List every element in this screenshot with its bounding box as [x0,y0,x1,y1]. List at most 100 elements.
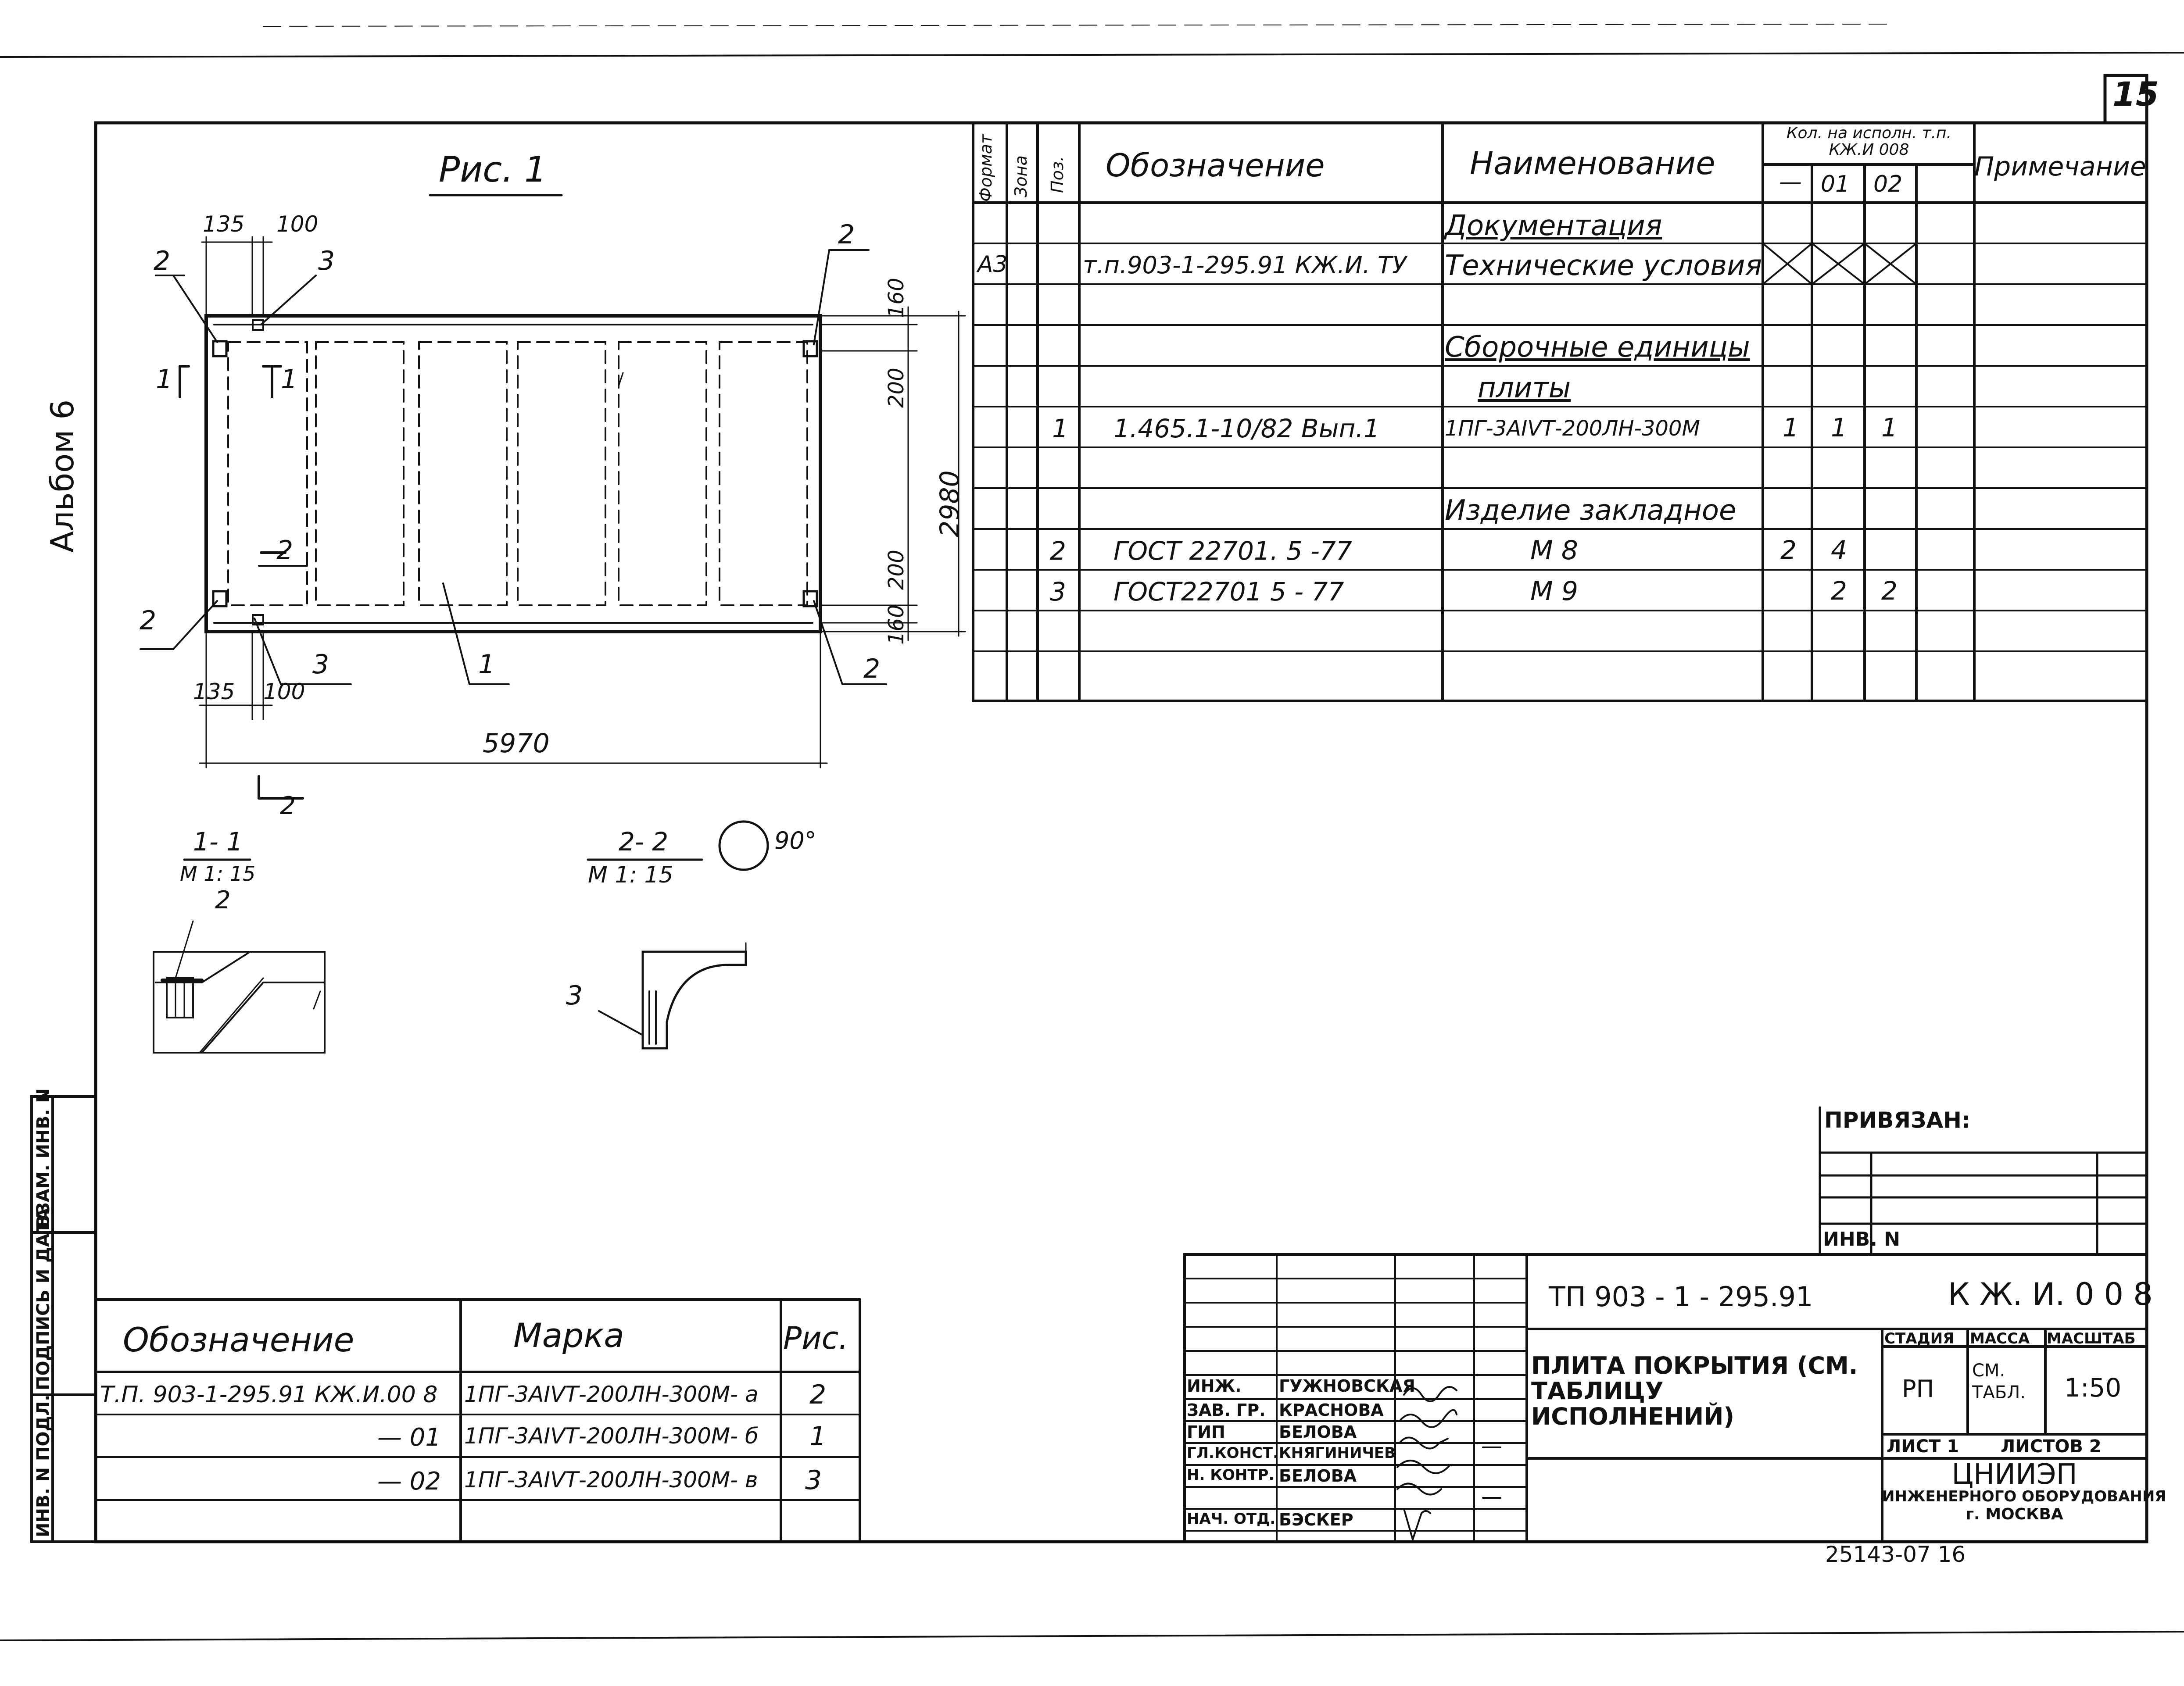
section11-title: 1- 1 [193,827,243,857]
marks-fig: 3 [805,1465,822,1496]
row-pos: 3 [1050,577,1066,607]
staff-role: НАЧ. ОТД. [1187,1510,1276,1528]
row-name: Технические условия [1445,250,1762,282]
section22-callout: 3 [566,980,583,1011]
callout-3-bottom: 3 [312,649,329,680]
staff-name: БЕЛОВА [1279,1422,1357,1442]
row-qty: 1 [1831,413,1847,443]
scale-label: МАСШТАБ [2047,1330,2136,1347]
row-name: Изделие закладное [1445,494,1736,527]
section11-scale: М 1: 15 [180,862,256,886]
privyazan-inv: ИНВ. N [1823,1228,1901,1250]
stage-value: РП [1902,1375,1934,1403]
callout-2-bottom-left: 2 [140,605,157,636]
callout-2-top-right: 2 [838,219,855,250]
dim-200-top: 200 [884,368,909,408]
dim-160-bottom: 160 [884,604,909,645]
row-name: М 9 [1530,576,1579,607]
row-qty: 4 [1831,535,1847,565]
row-designation: ГОСТ 22701. 5 -77 [1113,536,1352,566]
row-designation: т.п.903-1-295.91 КЖ.И. ТУ [1083,251,1407,279]
staff-name: БЕЛОВА [1279,1466,1357,1486]
table-row: 1 1.465.1-10/82 Вып.1 1ПГ-3АIVТ-200ЛН-30… [973,407,2147,447]
section22-rotation: 90° [774,827,816,854]
album-label: Альбом 6 [44,399,81,553]
callout-1-left: 1 [156,364,173,395]
header-qty-01: 01 [1821,171,1850,197]
marks-fig: 2 [809,1379,827,1410]
row-name: Сборочные единицы [1445,331,1750,364]
section22-title: 2- 2 [619,827,669,857]
scale-value: 1:50 [2064,1373,2122,1403]
header-format: Формат [976,134,995,202]
staff-role: ГЛ.КОНСТ. [1187,1444,1279,1462]
header-zone: Зона [1011,155,1031,197]
callout-1-right: 1 [281,364,298,395]
row-designation: ГОСТ22701 5 - 77 [1113,577,1344,607]
signatures [1396,1386,1501,1543]
staff-name: ГУЖНОВСКАЯ [1279,1376,1415,1396]
document-code: К Ж. И. 0 0 8 [1948,1276,2153,1312]
row-name: 1ПГ-3АIVТ-200ЛН-300М [1445,416,1700,441]
row-qty: 1 [1783,413,1799,443]
figure1-title: Рис. 1 [439,149,547,190]
staff-role: ИНЖ. [1187,1376,1242,1396]
staff-role: ГИП [1187,1422,1225,1442]
callout-1-bottom: 1 [478,649,495,680]
table-row: Документация [973,203,2147,243]
archive-number: 25143-07 16 [1825,1542,1966,1567]
header-designation: Обозначение [1106,147,1325,184]
dim-2980: 2980 [934,470,965,537]
marks-header-mark: Марка [513,1316,624,1355]
header-qty-dash: — [1779,169,1802,195]
sheets-value: ЛИСТОВ 2 [2001,1436,2102,1457]
staff-role: Н. КОНТР. [1187,1466,1275,1484]
table-row: Сборочные единицы [973,325,2147,366]
table-row: плиты [973,366,2147,407]
marks-designation: Т.П. 903-1-295.91 КЖ.И.00 8 [100,1382,438,1408]
header-qty-02: 02 [1873,171,1903,197]
staff-role: ЗАВ. ГР. [1187,1400,1266,1420]
org-subtitle: ИНЖЕНЕРНОГО ОБОРУДОВАНИЯ [1882,1488,2166,1505]
object-name: ПЛИТА ПОКРЫТИЯ (СМ. ТАБЛИЦУ ИСПОЛНЕНИЙ) [1531,1352,1858,1430]
row-name: плиты [1478,372,1571,404]
row-format: А3 [977,251,1008,278]
header-qty-group: Кол. на исполн. т.п. КЖ.И 008 [1786,124,1952,159]
project-number: ТП 903 - 1 - 295.91 [1549,1281,1813,1313]
dim-135-top: 135 [203,211,245,237]
privyazan-title: ПРИВЯЗАН: [1824,1107,1971,1133]
section22-scale: М 1: 15 [588,862,673,888]
table-row: 3 ГОСТ22701 5 - 77 М 9 2 2 [973,570,2147,611]
org-name: ЦНИИЭП [1951,1458,2077,1491]
row-pos: 2 [1050,536,1066,566]
row-qty: 1 [1881,413,1898,443]
mass-label: МАССА [1970,1330,2030,1347]
marks-designation: — 01 [377,1423,441,1452]
dim-135-bottom: 135 [193,679,235,704]
marks-mark: 1ПГ-3АIVТ-200ЛН-300М- а [464,1382,759,1407]
marks-header-fig: Рис. [783,1320,849,1356]
marks-fig: 1 [809,1421,827,1452]
row-name: М 8 [1530,535,1579,566]
marks-header-designation: Обозначение [123,1320,354,1359]
staff-name: КНЯГИНИЧЕВ [1279,1444,1396,1462]
dim-100-top: 100 [276,211,319,237]
callout-2-middle: 2 [276,535,294,566]
dim-160-top: 160 [884,278,909,318]
row-name: Документация [1445,210,1662,242]
section-arrow-label: 2 [280,792,296,820]
sheet-value: ЛИСТ 1 [1887,1436,1959,1457]
mass-value: СМ. ТАБЛ. [1972,1361,2026,1403]
table-row: А3 т.п.903-1-295.91 КЖ.И. ТУ Технические… [973,243,2147,284]
marks-designation: — 02 [377,1467,441,1496]
marks-mark: 1ПГ-3АIVТ-200ЛН-300М- б [464,1423,759,1449]
row-qty: 2 [1780,535,1797,565]
header-pos: Поз. [1048,156,1067,193]
dim-200-bottom: 200 [884,550,909,590]
staff-name: БЭСКЕР [1279,1510,1353,1529]
table-row: 2 ГОСТ 22701. 5 -77 М 8 2 4 [973,529,2147,570]
side-stamp-signature: ПОДПИСЬ И ДАТА [33,1207,54,1390]
header-name: Наименование [1470,145,1715,182]
row-qty: 2 [1831,576,1847,606]
